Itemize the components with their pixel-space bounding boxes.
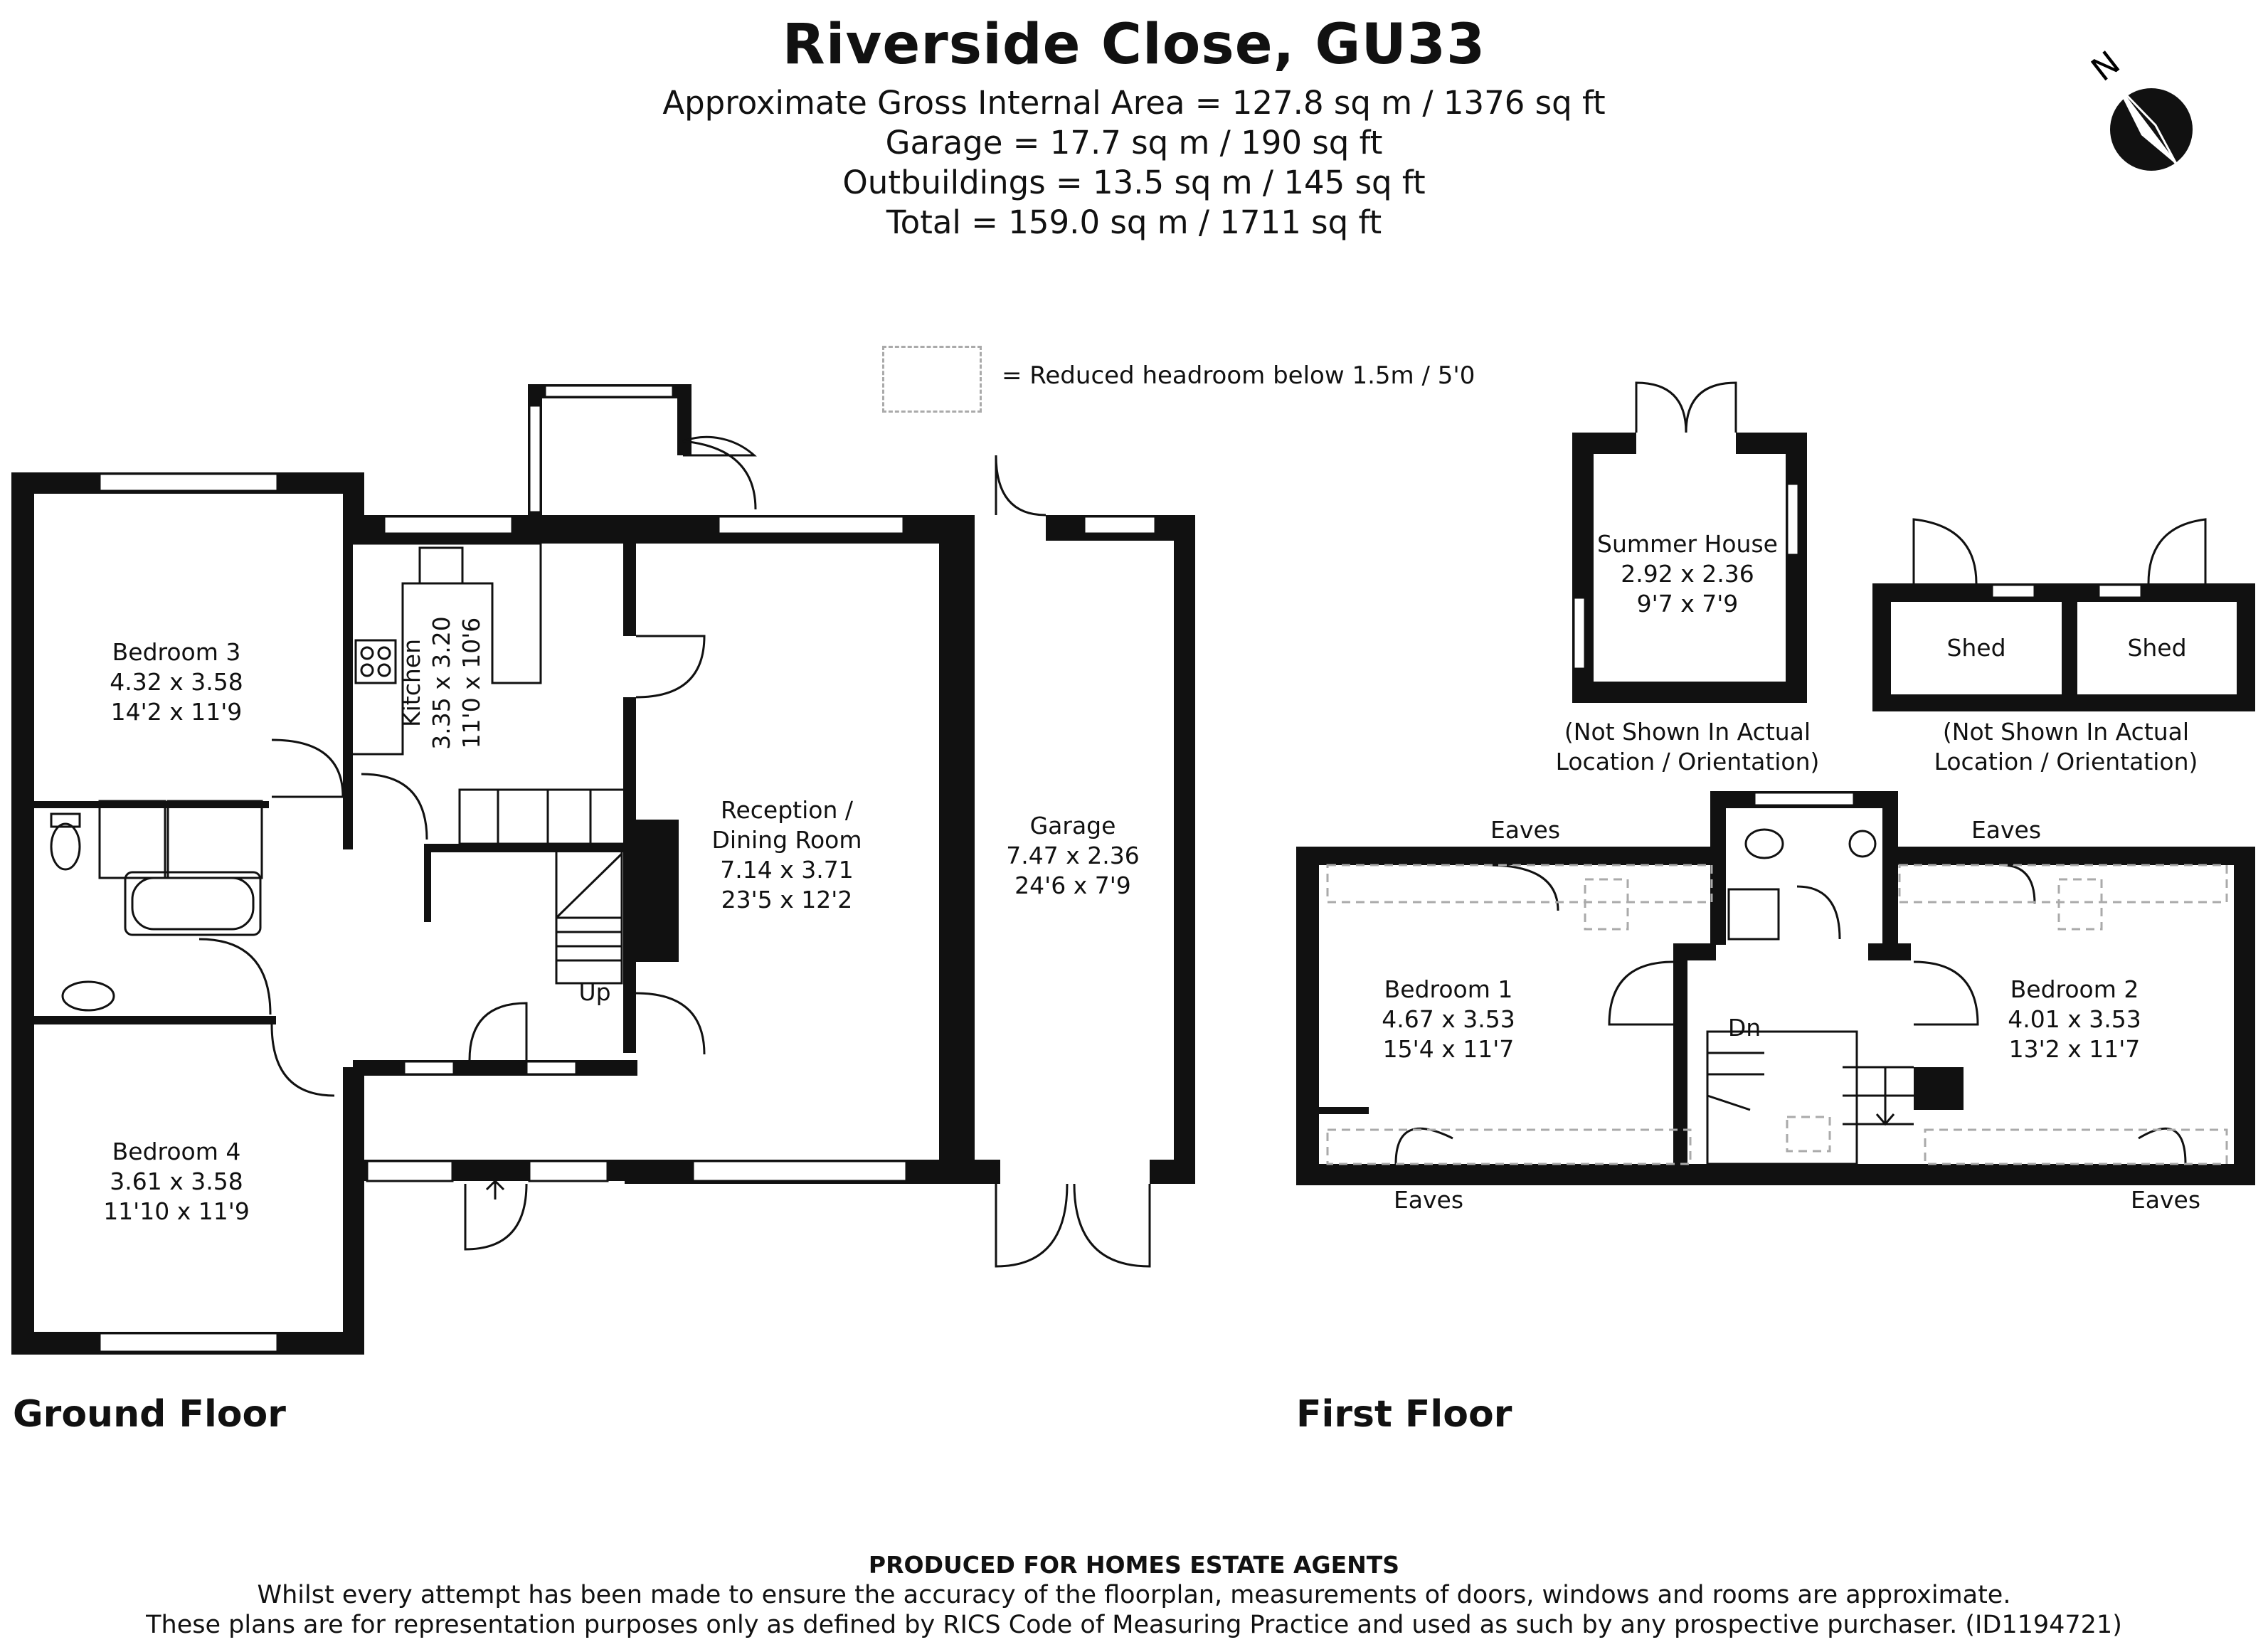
svg-text:23'5 x 12'2: 23'5 x 12'2 xyxy=(721,886,853,913)
legend-text: = Reduced headroom below 1.5m / 5'0 xyxy=(1002,361,1475,390)
svg-text:Bedroom 4: Bedroom 4 xyxy=(112,1138,241,1165)
room-label-kitchen: Kitchen 3.35 x 3.20 11'0 x 10'6 xyxy=(398,616,485,749)
room-label-bedroom-2: Bedroom 2 4.01 x 3.53 13'2 x 11'7 xyxy=(2008,975,2141,1063)
svg-text:7.14 x 3.71: 7.14 x 3.71 xyxy=(720,856,853,884)
room-label-summer-house: Summer House 2.92 x 2.36 9'7 x 7'9 xyxy=(1597,530,1778,618)
svg-text:14'2 x 11'9: 14'2 x 11'9 xyxy=(111,698,243,726)
room-label-shed-2: Shed xyxy=(2127,634,2186,662)
footer-line-1: Whilst every attempt has been made to en… xyxy=(257,1581,2011,1609)
ground-floor-doors xyxy=(198,435,1151,1268)
svg-text:3.35 x 3.20: 3.35 x 3.20 xyxy=(428,616,455,749)
svg-text:Bedroom 1: Bedroom 1 xyxy=(1384,975,1513,1003)
svg-text:9'7 x 7'9: 9'7 x 7'9 xyxy=(1637,590,1739,618)
page-title: Riverside Close, GU33 xyxy=(782,13,1486,77)
area-total: Total = 159.0 sq m / 1711 sq ft xyxy=(886,203,1382,241)
stairs-down-label: Dn xyxy=(1728,1014,1761,1042)
svg-text:Dining Room: Dining Room xyxy=(712,826,862,854)
svg-text:4.32 x 3.58: 4.32 x 3.58 xyxy=(110,668,243,696)
footer-heading: PRODUCED FOR HOMES ESTATE AGENTS xyxy=(868,1551,1400,1579)
first-floor-details xyxy=(1394,791,2187,1165)
reduced-headroom-zones xyxy=(1326,864,2228,1165)
first-floor-label: First Floor xyxy=(1296,1393,1512,1436)
svg-text:24'6 x 7'9: 24'6 x 7'9 xyxy=(1014,872,1131,899)
compass-n-label: N xyxy=(2084,43,2126,89)
area-garage: Garage = 17.7 sq m / 190 sq ft xyxy=(885,124,1383,161)
footer-line-2: These plans are for representation purpo… xyxy=(146,1611,2122,1639)
room-label-bedroom-3: Bedroom 3 4.32 x 3.58 14'2 x 11'9 xyxy=(110,638,243,726)
north-compass-icon: N xyxy=(2084,43,2193,171)
ground-floor-windows xyxy=(98,384,1157,1353)
room-label-bedroom-1: Bedroom 1 4.67 x 3.53 15'4 x 11'7 xyxy=(1382,975,1515,1063)
svg-text:(Not Shown In Actual: (Not Shown In Actual xyxy=(1564,718,1811,746)
svg-text:13'2 x 11'7: 13'2 x 11'7 xyxy=(2009,1035,2141,1063)
eaves-label-bottom-right: Eaves xyxy=(2131,1186,2200,1214)
svg-text:Location / Orientation): Location / Orientation) xyxy=(1934,748,2198,775)
svg-text:Kitchen: Kitchen xyxy=(398,639,425,727)
eaves-label-top-right: Eaves xyxy=(1971,816,2041,844)
room-label-shed-1: Shed xyxy=(1946,634,2005,662)
svg-text:Reception /: Reception / xyxy=(721,796,854,824)
svg-text:(Not Shown In Actual: (Not Shown In Actual xyxy=(1943,718,2189,746)
outbuilding-doors xyxy=(1572,381,2207,670)
area-outbuildings: Outbuildings = 13.5 sq m / 145 sq ft xyxy=(842,164,1426,201)
room-label-reception: Reception / Dining Room 7.14 x 3.71 23'5… xyxy=(712,796,862,913)
legend-swatch xyxy=(882,346,982,413)
room-label-bedroom-4: Bedroom 4 3.61 x 3.58 11'10 x 11'9 xyxy=(103,1138,250,1225)
sheds-location-note: (Not Shown In Actual Location / Orientat… xyxy=(1934,718,2198,775)
ground-floor-fixtures xyxy=(50,542,632,1199)
ground-floor-label: Ground Floor xyxy=(13,1393,286,1436)
svg-text:7.47 x 2.36: 7.47 x 2.36 xyxy=(1006,842,1139,869)
svg-text:3.61 x 3.58: 3.61 x 3.58 xyxy=(110,1167,243,1195)
outbuilding-walls xyxy=(1572,433,2255,711)
svg-text:Summer House: Summer House xyxy=(1597,530,1778,558)
area-internal: Approximate Gross Internal Area = 127.8 … xyxy=(662,84,1606,122)
summer-house-location-note: (Not Shown In Actual Location / Orientat… xyxy=(1556,718,1820,775)
svg-text:15'4 x 11'7: 15'4 x 11'7 xyxy=(1383,1035,1515,1063)
room-label-garage: Garage 7.47 x 2.36 24'6 x 7'9 xyxy=(1006,812,1139,899)
svg-text:Garage: Garage xyxy=(1030,812,1116,840)
svg-text:2.92 x 2.36: 2.92 x 2.36 xyxy=(1621,560,1754,588)
svg-text:4.01 x 3.53: 4.01 x 3.53 xyxy=(2008,1005,2141,1033)
eaves-label-bottom-left: Eaves xyxy=(1394,1186,1463,1214)
svg-text:11'10 x 11'9: 11'10 x 11'9 xyxy=(103,1197,250,1225)
svg-text:Location / Orientation): Location / Orientation) xyxy=(1556,748,1820,775)
svg-text:4.67 x 3.53: 4.67 x 3.53 xyxy=(1382,1005,1515,1033)
svg-text:Bedroom 2: Bedroom 2 xyxy=(2010,975,2139,1003)
svg-text:11'0 x 10'6: 11'0 x 10'6 xyxy=(457,618,485,749)
eaves-label-top-left: Eaves xyxy=(1490,816,1560,844)
stairs-up-label: Up xyxy=(578,978,610,1006)
svg-text:Bedroom 3: Bedroom 3 xyxy=(112,638,241,666)
